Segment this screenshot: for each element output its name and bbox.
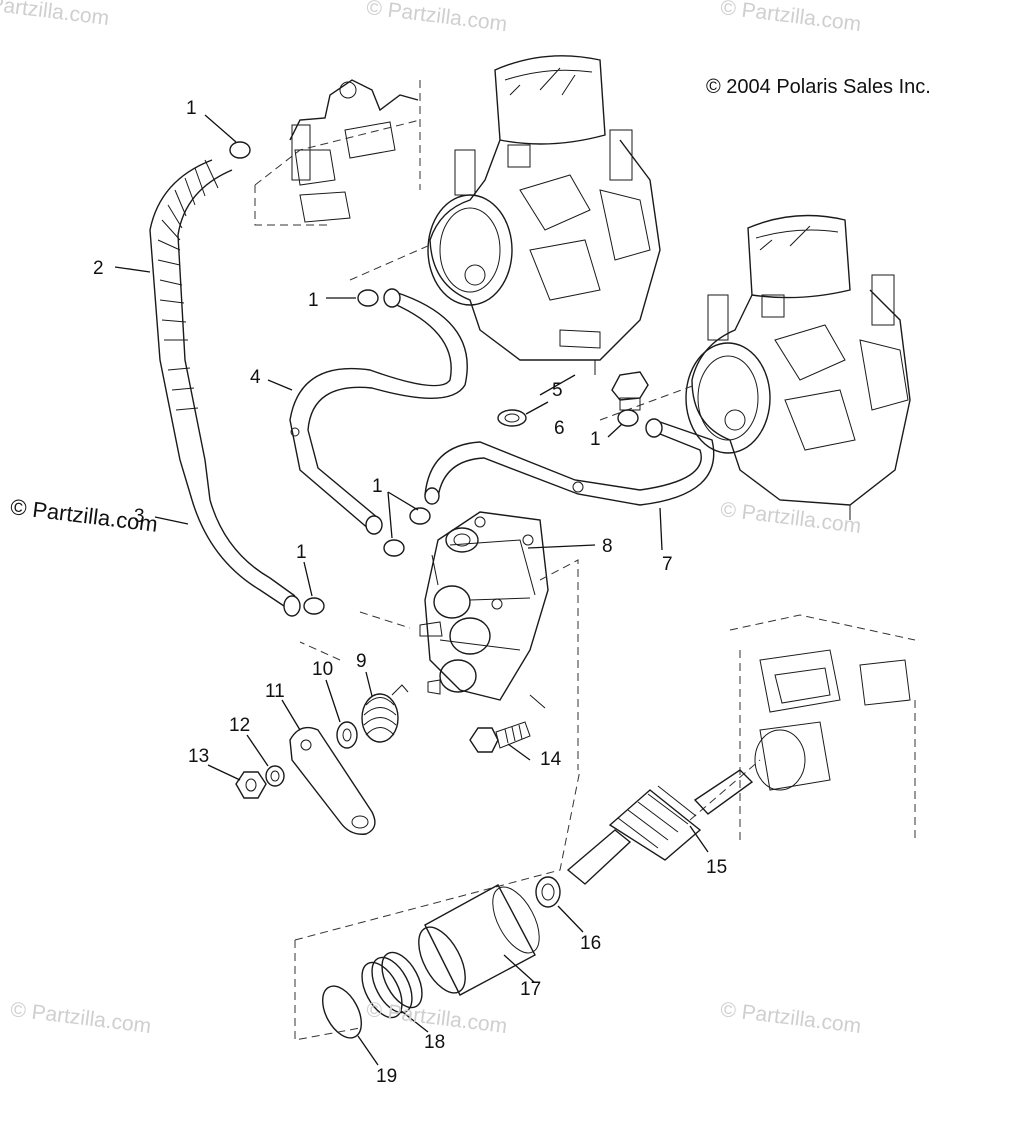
callout-5: 5 [552, 380, 563, 401]
carburetor-upper [349, 55, 661, 375]
callout-4: 4 [250, 367, 261, 388]
hose-7 [424, 418, 715, 506]
washer-6 [497, 409, 527, 427]
callout-labels: 1 2 3 4 1 5 6 1 1 1 8 7 9 10 11 12 13 14… [93, 98, 727, 1087]
lever-11 [289, 726, 376, 835]
callout-10: 10 [312, 659, 333, 680]
callout-15: 15 [706, 857, 727, 878]
callout-12: 12 [229, 715, 250, 736]
hose-4 [289, 288, 468, 535]
leader-lines [114, 114, 709, 1066]
engine-case-lower [689, 614, 916, 840]
spring-9 [361, 684, 409, 743]
callout-6: 6 [554, 418, 565, 439]
copyright-notice: © 2004 Polaris Sales Inc. [706, 76, 931, 98]
bolt-14 [469, 721, 531, 753]
bolt-5 [611, 371, 649, 411]
engine-case-upper [254, 79, 421, 226]
callout-17: 17 [520, 979, 541, 1000]
callout-3: 3 [134, 506, 145, 527]
sleeve-17 [418, 884, 540, 996]
callout-11: 11 [265, 681, 285, 702]
washer-10 [336, 721, 358, 749]
oil-pump [299, 511, 579, 770]
carburetor-lower-right [599, 214, 911, 520]
callout-9: 9 [356, 651, 367, 672]
nut-13 [235, 771, 267, 799]
callout-18: 18 [424, 1032, 445, 1053]
callout-7: 7 [662, 554, 673, 575]
hose-long-left [149, 159, 301, 617]
callout-16: 16 [580, 933, 601, 954]
callout-19: 19 [376, 1066, 397, 1087]
callout-14: 14 [540, 749, 562, 770]
washer-16 [535, 876, 561, 908]
callout-2: 2 [93, 258, 104, 279]
callout-1e: 1 [296, 542, 307, 563]
callout-13: 13 [188, 746, 209, 767]
o-ring-19 [294, 769, 581, 1041]
callout-1b: 1 [308, 290, 319, 311]
callout-1c: 1 [590, 429, 601, 450]
callout-1a: 1 [186, 98, 197, 119]
hose-clamps [229, 141, 639, 615]
shaft-15 [566, 769, 754, 885]
spring-18 [361, 951, 423, 1019]
callout-1d: 1 [372, 476, 383, 497]
callout-8: 8 [602, 536, 613, 557]
lock-washer-12 [265, 765, 285, 787]
